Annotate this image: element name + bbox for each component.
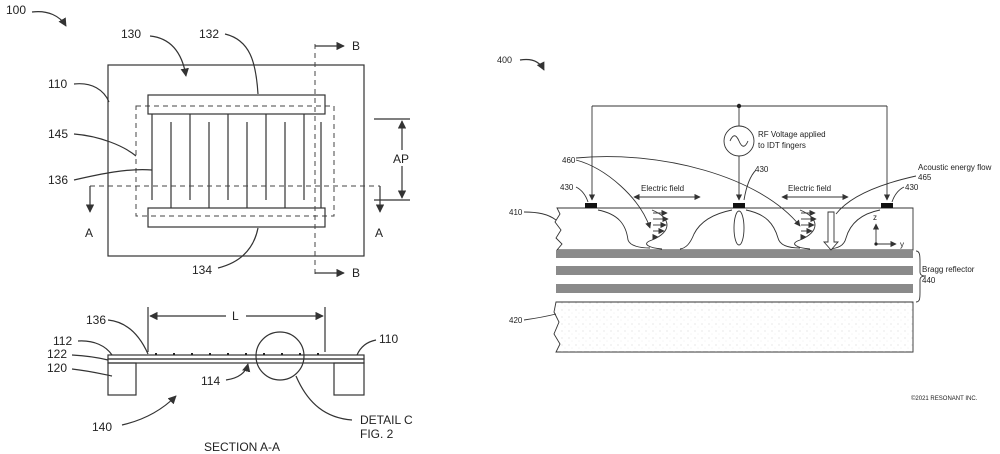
rf-label-line1: RF Voltage applied xyxy=(758,130,826,139)
label-420: 420 xyxy=(509,316,523,325)
cavity-outline-145 xyxy=(135,105,335,217)
label-114: 114 xyxy=(201,374,220,388)
leader-460-right xyxy=(575,156,801,227)
label-430-left: 430 xyxy=(560,183,574,192)
leader-110-section xyxy=(356,339,377,356)
copyright-notice: ©2021 RESONANT INC. xyxy=(911,395,978,402)
piezo-plate-112 xyxy=(107,354,365,360)
label-b-bottom: B xyxy=(352,266,360,280)
label-140: 140 xyxy=(92,420,112,434)
label-440: 440 xyxy=(922,276,936,285)
label-136-top: 136 xyxy=(48,173,68,187)
piezoelectric-layer-410 xyxy=(554,207,914,251)
substrate-110 xyxy=(107,64,365,257)
electric-field-label-right: Electric field xyxy=(788,184,831,193)
label-a-right: A xyxy=(375,226,383,240)
idt-electrode-center-430 xyxy=(733,203,745,208)
leader-136-top xyxy=(73,169,153,181)
rf-circuit xyxy=(588,103,891,201)
idt-fingers-136 xyxy=(151,114,322,208)
field-lines xyxy=(597,209,881,250)
detail-c-circle xyxy=(255,331,305,381)
busbar-134 xyxy=(147,207,326,228)
label-acoustic-flow: Acoustic energy flow xyxy=(918,163,992,172)
label-122: 122 xyxy=(47,347,67,361)
electric-field-label-left: Electric field xyxy=(641,184,684,193)
label-460: 460 xyxy=(562,156,576,165)
label-430-center: 430 xyxy=(755,165,769,174)
axis-label-y: y xyxy=(900,240,904,249)
label-130: 130 xyxy=(121,27,141,41)
leader-140 xyxy=(121,395,177,426)
leader-110-top xyxy=(73,83,110,103)
bragg-reflector-bracket xyxy=(915,250,927,303)
ap-label-mask xyxy=(390,150,416,166)
dielectric-layer-122 xyxy=(107,358,365,364)
leader-122 xyxy=(71,354,109,361)
label-bragg-reflector: Bragg reflector xyxy=(922,265,975,274)
figure-arrow-400 xyxy=(519,58,545,71)
idt-electrode-left-430 xyxy=(585,203,597,208)
leader-430-left xyxy=(575,186,589,203)
acoustic-wave-profile-right xyxy=(794,209,817,250)
caption-section-a-a: SECTION A-A xyxy=(204,440,280,454)
label-detail-c: DETAIL C xyxy=(360,413,413,427)
label-ap: AP xyxy=(393,152,409,166)
label-134: 134 xyxy=(192,263,212,277)
section-view-drawing: L 136 110 112 122 120 11 xyxy=(47,307,413,454)
label-l: L xyxy=(232,309,239,323)
l-label-mask xyxy=(226,308,246,324)
label-136-section: 136 xyxy=(86,313,106,327)
leader-134 xyxy=(217,227,259,269)
label-132: 132 xyxy=(199,27,219,41)
substrate-texture xyxy=(554,302,913,352)
leader-112 xyxy=(77,340,113,356)
figure-arrow xyxy=(31,11,67,27)
leader-460-left xyxy=(575,159,652,229)
label-410: 410 xyxy=(509,208,523,217)
figure-number-100: 100 xyxy=(6,3,26,17)
resonator-cross-section-diagram: 400 RF Voltage applied to IDT fingers xyxy=(497,55,992,402)
label-110-top: 110 xyxy=(48,77,67,91)
leader-detail-c xyxy=(295,375,353,421)
rf-source-symbol xyxy=(723,125,755,157)
top-view-drawing: 100 A A B B xyxy=(6,3,416,280)
label-112: 112 xyxy=(53,334,72,348)
label-145: 145 xyxy=(48,127,68,141)
label-465: 465 xyxy=(918,173,932,182)
idt-electrode-right-430 xyxy=(881,203,893,208)
leader-430-center xyxy=(743,169,757,201)
label-120: 120 xyxy=(47,361,67,375)
substrate-block-left-120 xyxy=(107,362,137,396)
sine-wave-icon xyxy=(729,135,749,147)
idt-finger-section-dots xyxy=(155,353,319,355)
substrate-block-right-120 xyxy=(333,362,365,396)
x-axis-dot xyxy=(874,242,878,246)
leader-136-section xyxy=(107,319,149,355)
leader-132 xyxy=(224,33,259,95)
rf-label-line2: to IDT fingers xyxy=(758,141,806,150)
figure-number-400: 400 xyxy=(497,55,512,65)
leader-120 xyxy=(71,368,113,377)
label-430-right: 430 xyxy=(905,183,919,192)
leader-420 xyxy=(523,313,557,321)
leader-430-right xyxy=(891,186,905,203)
bragg-reflector-440 xyxy=(556,250,913,303)
leader-410 xyxy=(523,211,557,221)
label-a-left: A xyxy=(85,226,93,240)
acoustic-energy-flow-arrow xyxy=(823,211,839,251)
leader-130 xyxy=(149,35,189,77)
label-fig-2: FIG. 2 xyxy=(360,427,394,441)
acoustic-wave-profile-left xyxy=(646,209,669,250)
axis-label-z: z xyxy=(873,213,877,222)
label-110-section: 110 xyxy=(379,332,398,346)
label-b-top: B xyxy=(352,39,360,53)
leader-465 xyxy=(835,175,917,215)
leader-114 xyxy=(225,363,251,381)
busbar-132 xyxy=(147,94,326,115)
leader-145 xyxy=(73,133,137,157)
